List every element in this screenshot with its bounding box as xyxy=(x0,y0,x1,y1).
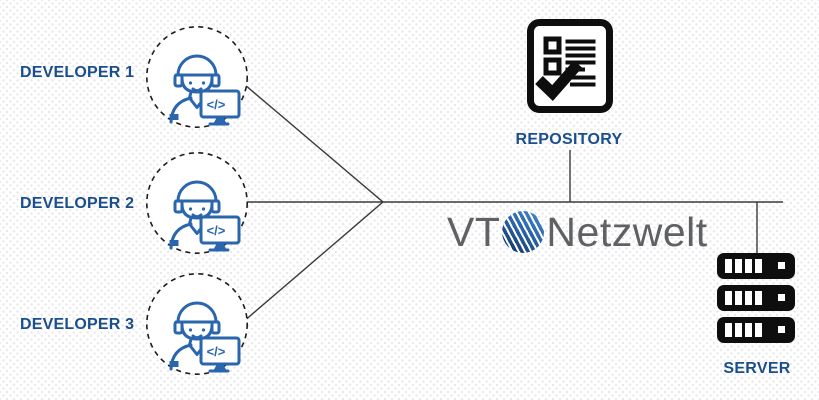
developer-2-icon: </> xyxy=(145,151,249,255)
line-developer1-to-hub xyxy=(237,78,384,203)
developer-avatar-icon: </> xyxy=(145,272,249,376)
globe-icon xyxy=(502,211,545,253)
code-glyph: </> xyxy=(207,344,226,359)
logo-suffix-text: Netzwelt xyxy=(546,208,708,255)
server-bar xyxy=(717,285,795,311)
vtnetzwelt-logo: VT Netzwelt xyxy=(447,211,708,253)
repository-checklist-icon xyxy=(527,19,613,113)
repository-label: REPOSITORY xyxy=(515,131,623,148)
code-glyph: </> xyxy=(207,223,226,238)
developer-2-label: DEVELOPER 2 xyxy=(20,195,135,212)
developer-1-icon: </> xyxy=(145,25,249,129)
developer-avatar-icon: </> xyxy=(145,151,249,255)
developer-avatar-icon: </> xyxy=(145,25,249,129)
developer-3-label: DEVELOPER 3 xyxy=(20,316,135,333)
logo-prefix-text: VT xyxy=(447,208,501,255)
code-glyph: </> xyxy=(207,97,226,112)
server-stack-icon xyxy=(717,253,795,343)
server-label: SERVER xyxy=(723,360,791,377)
checkmark-icon xyxy=(535,60,583,101)
line-developer3-to-hub xyxy=(242,201,384,323)
server-bar xyxy=(717,317,795,343)
developer-3-icon: </> xyxy=(145,272,249,376)
developer-1-label: DEVELOPER 1 xyxy=(20,64,135,81)
server-bar xyxy=(717,253,795,279)
